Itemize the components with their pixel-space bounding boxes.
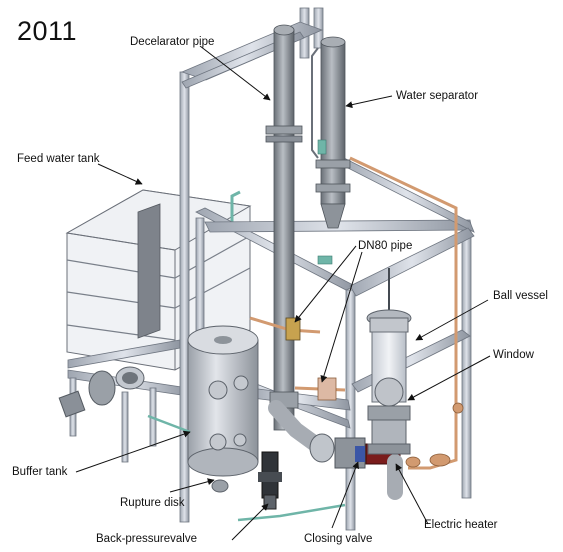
label-buffer-tank: Buffer tank bbox=[12, 466, 68, 478]
label-decelarator-pipe: Decelarator pipe bbox=[130, 36, 215, 48]
label-ball-vessel: Ball vessel bbox=[493, 290, 548, 302]
arrow-back-pressure-valve bbox=[231, 503, 269, 541]
arrow-ball-vessel bbox=[415, 299, 489, 341]
arrow-feed-water-tank bbox=[97, 163, 143, 185]
buffer-tank bbox=[187, 325, 259, 493]
label-closing-valve: Closing valve bbox=[304, 533, 373, 545]
arrow-closing-valve bbox=[331, 461, 359, 529]
label-window: Window bbox=[493, 349, 534, 361]
back-pressure-valve bbox=[258, 451, 282, 510]
label-rupture-disk: Rupture disk bbox=[120, 497, 185, 509]
elbow-pipe bbox=[268, 400, 335, 463]
green-pipe bbox=[147, 414, 346, 522]
arrow-dn80-pipe-b bbox=[320, 251, 363, 383]
water-separator bbox=[311, 36, 351, 265]
copper-fittings bbox=[405, 402, 464, 468]
arrow-window bbox=[407, 355, 491, 401]
arrow-electric-heater bbox=[395, 463, 429, 525]
label-electric-heater: Electric heater bbox=[424, 519, 498, 531]
window bbox=[367, 405, 411, 455]
year-label: 2011 bbox=[17, 16, 78, 46]
label-dn80-pipe: DN80 pipe bbox=[358, 240, 413, 252]
closing-valve bbox=[334, 437, 366, 469]
arrow-rupture-disk bbox=[169, 478, 215, 493]
leader-lines bbox=[75, 45, 491, 541]
label-feed-water-tank: Feed water tank bbox=[17, 153, 100, 165]
arrow-decelarator-pipe bbox=[199, 45, 271, 101]
ball-vessel bbox=[366, 268, 412, 407]
label-water-separator: Water separator bbox=[396, 90, 479, 102]
arrow-water-separator bbox=[345, 95, 393, 109]
label-back-pressure-valve: Back-pressurevalve bbox=[96, 533, 197, 545]
feed-pump bbox=[58, 366, 145, 418]
arrow-buffer-tank bbox=[75, 430, 191, 473]
arrow-dn80-pipe-a bbox=[294, 245, 357, 323]
